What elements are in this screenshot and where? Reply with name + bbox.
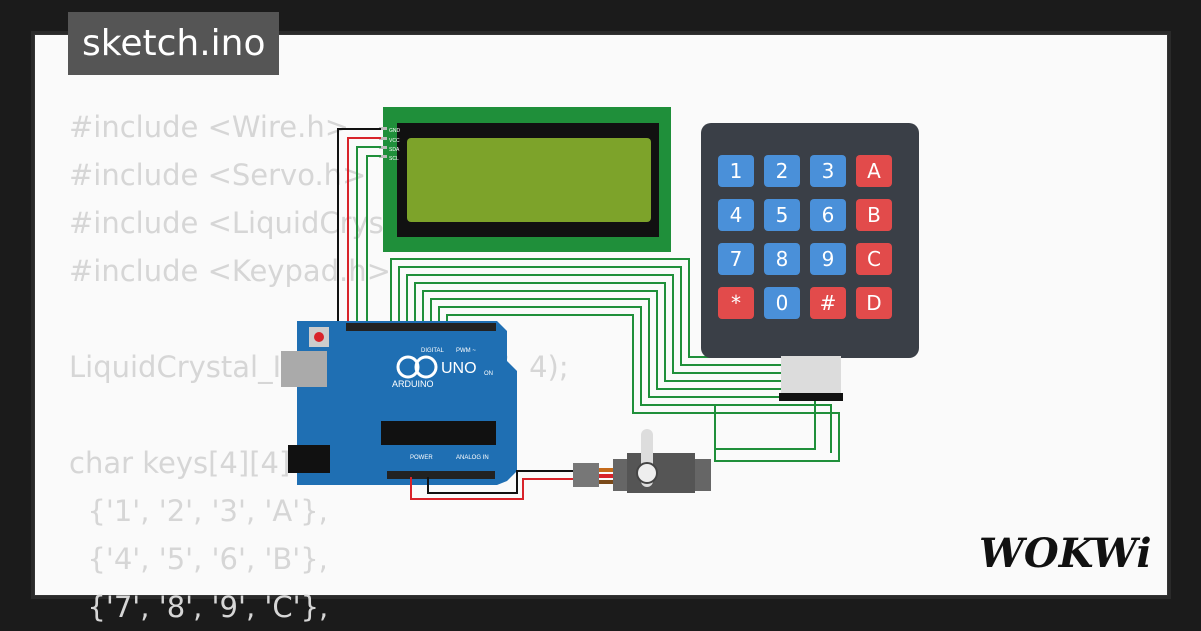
servo-motor[interactable] xyxy=(573,429,711,493)
lcd-pin-gnd: GND xyxy=(389,128,401,134)
keypad-key[interactable] xyxy=(764,155,800,187)
keypad-key-label: B xyxy=(867,203,881,227)
arduino-brand-label: ARDUINO xyxy=(392,379,434,389)
keypad-key[interactable] xyxy=(810,287,846,319)
keypad-key[interactable] xyxy=(856,155,892,187)
lcd-pins xyxy=(379,127,387,158)
code-line: {'7', '8', '9', 'C'}, xyxy=(69,590,329,624)
wokwi-logo-text: WOKWi xyxy=(979,530,1152,577)
keypad-key[interactable] xyxy=(764,199,800,231)
arduino-pwm-label: PWM ~ xyxy=(456,348,476,354)
keypad-key[interactable] xyxy=(718,243,754,275)
keypad[interactable]: 1 2 3 A 4 5 6 B 7 8 9 C * 0 # D xyxy=(701,123,919,401)
keypad-key[interactable] xyxy=(810,243,846,275)
arduino-uno-label: UNO xyxy=(441,360,477,377)
keypad-key[interactable] xyxy=(718,287,754,319)
keypad-key[interactable] xyxy=(810,155,846,187)
keypad-key-label: D xyxy=(866,291,881,315)
keypad-key[interactable] xyxy=(764,287,800,319)
keypad-key-label: # xyxy=(820,291,837,315)
code-line: {'4', '5', '6', 'B'}, xyxy=(69,542,328,576)
lcd-pin-vcc: VCC xyxy=(389,138,400,144)
code-line: {'1', '2', '3', 'A'}, xyxy=(69,494,328,528)
servo-wires xyxy=(410,470,573,500)
lcd-module[interactable]: GND VCC SDA SCL xyxy=(379,107,671,252)
keypad-key-label: 1 xyxy=(730,159,743,183)
code-line: #include <Servo.h> xyxy=(69,158,367,192)
keypad-key-label: 0 xyxy=(776,291,789,315)
arduino-analog-label: ANALOG IN xyxy=(456,455,489,461)
canvas-frame: #include <Wire.h> #include <Servo.h> #incl… xyxy=(34,34,1168,624)
code-line: #include <Wire.h> xyxy=(69,110,350,144)
keypad-key-label: 4 xyxy=(730,203,743,227)
keypad-key-label: C xyxy=(867,247,881,271)
keypad-key-label: 2 xyxy=(776,159,789,183)
keypad-key[interactable] xyxy=(856,243,892,275)
keypad-key[interactable] xyxy=(856,287,892,319)
keypad-key-label: 7 xyxy=(730,247,743,271)
keypad-key[interactable] xyxy=(718,155,754,187)
keypad-key[interactable] xyxy=(718,199,754,231)
arduino-power-label: POWER xyxy=(410,455,433,461)
arduino-on-label: ON xyxy=(484,371,493,377)
keypad-key[interactable] xyxy=(856,199,892,231)
keypad-key-label: 6 xyxy=(822,203,835,227)
keypad-key[interactable] xyxy=(764,243,800,275)
arduino-uno-board[interactable]: UNO ARDUINO DIGITAL PWM ~ POWER ANALOG I… xyxy=(281,321,517,485)
keypad-key-label: 8 xyxy=(776,247,789,271)
keypad-key[interactable] xyxy=(810,199,846,231)
lcd-pin-sda: SDA xyxy=(389,147,400,153)
keypad-key-label: * xyxy=(731,291,741,315)
keypad-key-label: A xyxy=(867,159,881,183)
arduino-digital-label: DIGITAL xyxy=(421,348,445,354)
keypad-key-label: 3 xyxy=(822,159,835,183)
file-tab[interactable]: sketch.ino xyxy=(68,12,280,75)
keypad-key-label: 9 xyxy=(822,247,835,271)
lcd-pin-scl: SCL xyxy=(389,156,399,162)
code-line: #include <Keypad.h> xyxy=(69,254,391,288)
keypad-key-label: 5 xyxy=(776,203,789,227)
wokwi-logo: WOKWi xyxy=(979,530,1152,577)
